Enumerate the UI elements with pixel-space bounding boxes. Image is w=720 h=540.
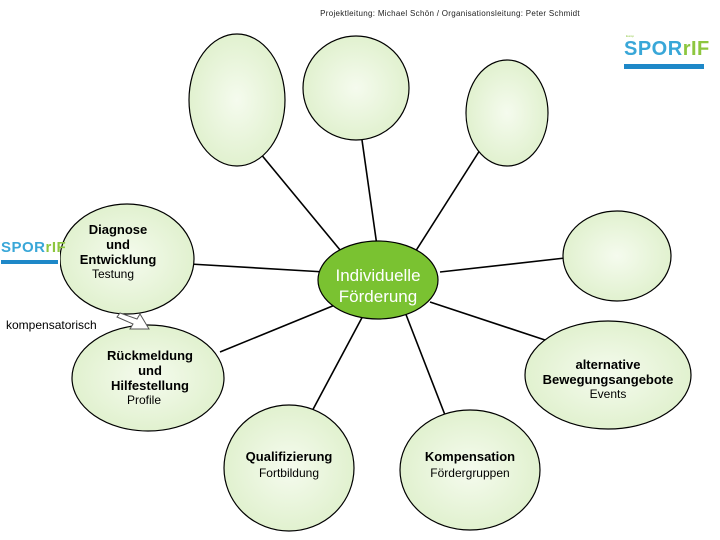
logo-word-main: SPOR bbox=[624, 38, 683, 60]
node-kompensation bbox=[399, 409, 541, 531]
center-node bbox=[317, 240, 439, 320]
sportif-logo-top-right: Europ SPORrIF bbox=[624, 34, 709, 72]
connector-alternative bbox=[429, 301, 546, 341]
connector-right bbox=[439, 257, 566, 273]
diagnose-sub: Testung bbox=[91, 266, 135, 281]
node-top-right bbox=[465, 59, 549, 167]
diagnose-label: Diagnose und Entwicklung Testung bbox=[68, 222, 168, 282]
center-label-line1: Individuelle bbox=[335, 266, 421, 285]
logo-word-main: SPOR bbox=[1, 239, 46, 256]
rueckmeldung-sub: Profile bbox=[126, 392, 161, 407]
diagnose-title-2: und bbox=[106, 236, 130, 252]
node-top-center bbox=[302, 35, 410, 141]
connector-top-center bbox=[361, 139, 379, 254]
sportif-logo-left: SPORrIF bbox=[0, 238, 66, 266]
kompensation-sub: Fördergruppen bbox=[430, 465, 510, 480]
connector-qualifizierung bbox=[309, 311, 366, 416]
diagnose-title-3: Entwicklung bbox=[79, 251, 157, 267]
diagnose-title-1: Diagnose bbox=[88, 222, 148, 237]
connector-rueckmeldung bbox=[219, 304, 336, 353]
connector-diagnose bbox=[189, 263, 326, 273]
rueckmeldung-title-1: Rückmeldung bbox=[107, 348, 193, 363]
center-label: Individuelle Förderung bbox=[316, 265, 440, 308]
connector-top-left bbox=[254, 146, 351, 263]
connector-kompensation bbox=[404, 311, 446, 416]
logo-word-accent: rIF bbox=[682, 38, 710, 60]
node-qualifizierung bbox=[223, 404, 355, 532]
node-diagnose bbox=[59, 203, 195, 315]
alternative-sub: Events bbox=[589, 386, 627, 401]
qualifizierung-label: Qualifizierung Fortbildung bbox=[229, 449, 349, 481]
kompensatorisch-arrow bbox=[116, 312, 150, 330]
rueckmeldung-title-3: Hilfestellung bbox=[110, 377, 189, 393]
alternative-title-2: Bewegungsangebote bbox=[542, 371, 674, 387]
kompensation-title: Kompensation bbox=[424, 449, 516, 464]
node-right bbox=[562, 210, 672, 302]
qualifizierung-sub: Fortbildung bbox=[258, 465, 320, 480]
connector-top-right bbox=[409, 149, 481, 261]
rueckmeldung-title-2: und bbox=[138, 362, 162, 378]
rueckmeldung-label: Rückmeldung und Hilfestellung Profile bbox=[95, 348, 205, 408]
alternative-title-1: alternative bbox=[575, 357, 641, 372]
qualifizierung-title: Qualifizierung bbox=[245, 449, 333, 464]
logo-word-accent: rIF bbox=[45, 239, 67, 256]
header-text: Projektleitung: Michael Schön / Organisa… bbox=[320, 9, 580, 18]
node-alternative bbox=[524, 320, 692, 430]
node-top-left bbox=[188, 33, 286, 167]
center-label-line2: Förderung bbox=[338, 287, 418, 307]
alternative-label: alternative Bewegungsangebote Events bbox=[533, 357, 683, 402]
kompensation-label: Kompensation Fördergruppen bbox=[410, 449, 530, 481]
node-rueckmeldung bbox=[71, 324, 225, 432]
arrow-label: kompensatorisch bbox=[6, 318, 97, 332]
